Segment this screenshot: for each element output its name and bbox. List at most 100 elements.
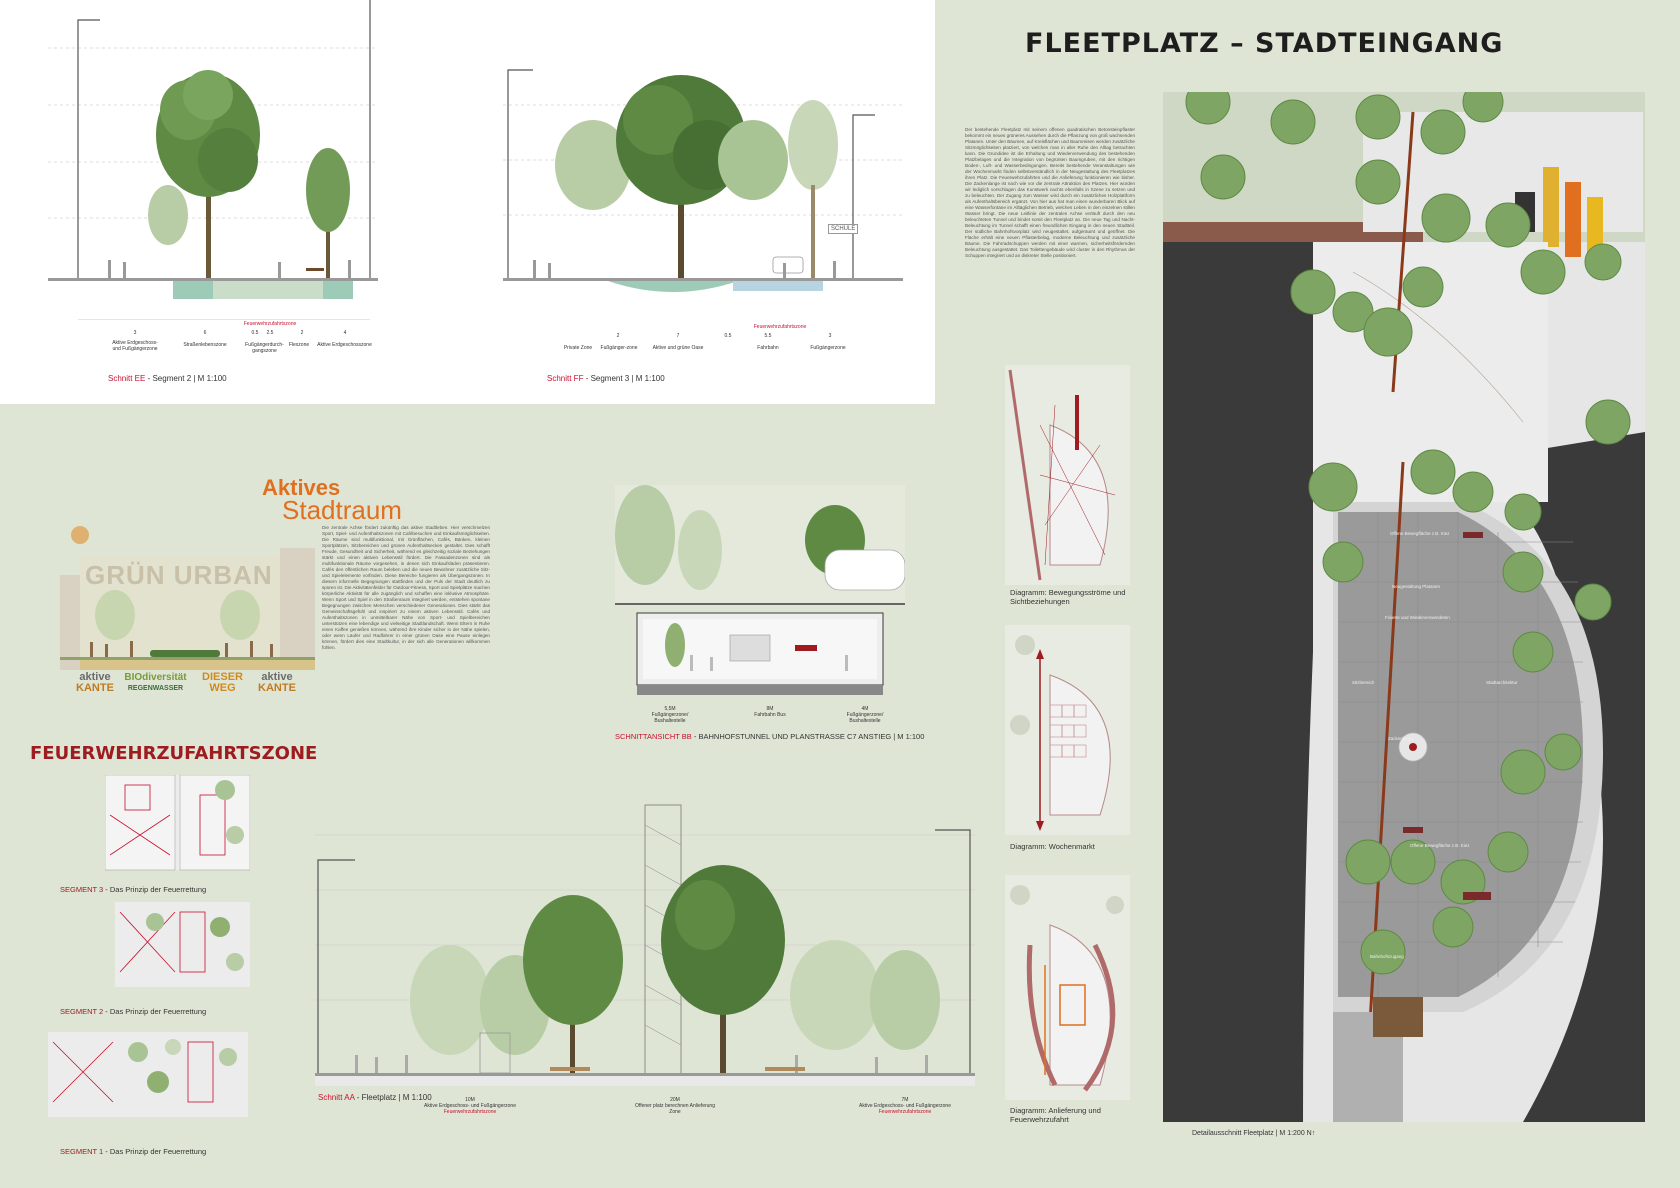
section-ee-drawing	[48, 0, 378, 320]
ff-dim: 3	[828, 333, 832, 339]
diagram-caption: Diagramm: Wochenmarkt	[1010, 842, 1095, 851]
ee-dim: 4	[343, 330, 347, 336]
aktiv-label-b: REGENWASSER	[127, 685, 184, 692]
aa-dim: 7M	[901, 1097, 909, 1103]
aa-dim: 10M	[465, 1097, 475, 1103]
aktiv-label-a: aktive	[261, 671, 293, 683]
segment-caption-red: SEGMENT 1	[60, 1147, 104, 1156]
ff-zone: Private Zone	[563, 345, 593, 351]
ee-zone-table: 3 6 0.5 2.5 2 4 Aktive Erdgeschoss- und …	[90, 330, 380, 360]
ee-zone: Straßenlebenszone	[183, 342, 227, 348]
segment-caption-rest: - Das Prinzip der Feuerrettung	[103, 1007, 207, 1016]
ee-zone: Aktive Erdgeschoss- und Fußgängerzone	[112, 340, 158, 352]
aktiv-label: BIOdiversität REGENWASSER	[118, 672, 193, 694]
fwz-segment-1-plan	[48, 1032, 248, 1132]
segment-caption-red: SEGMENT 2	[60, 1007, 104, 1016]
plan-label: Fixierte und Wiederverwendeten	[1385, 615, 1450, 620]
bb-zone-label: Fußgängerzone/ Bushaltestelle	[651, 712, 689, 724]
diagram-market	[1005, 625, 1130, 835]
plan-label: Bahnhofszugang	[1370, 954, 1404, 959]
ff-caption-rest: - Segment 3 | M 1:100	[583, 374, 665, 383]
school-label: SCHULE	[828, 224, 859, 234]
ff-zone: Fußgänger-zone	[600, 345, 638, 351]
site-plan	[1163, 92, 1645, 1122]
plan-label: Offene Bewegfläche z.B. Kiez	[1390, 531, 1450, 536]
plan-label: Zackenlange	[1388, 736, 1414, 741]
bb-dim: 8M	[766, 706, 774, 712]
segment-caption-rest: - Das Prinzip der Feuerrettung	[103, 1147, 207, 1156]
fwz-segment-2-plan	[115, 902, 250, 1002]
ff-zone: Fahrbahn	[757, 345, 779, 351]
intro-text: Der bestehende Fleetplatz mit seinem off…	[965, 127, 1135, 258]
aa-caption: Schnitt AA - Fleetplatz | M 1:100	[318, 1093, 432, 1102]
fwz-segment-caption: SEGMENT 3 - Das Prinzip der Feuerrettung	[60, 885, 206, 894]
diagram-caption: Diagramm: Bewegungsströme und Sichtbezie…	[1010, 588, 1126, 606]
ff-dim: 7	[676, 333, 680, 339]
bb-caption-red: SCHNITTANSICHT BB	[615, 732, 692, 741]
ff-fire-zone: Feuerwehrzufahrtszone	[753, 324, 807, 330]
plan-caption: Detailausschnitt Fleetplatz | M 1:200 N↑	[1192, 1130, 1316, 1137]
aktiv-title-1: Aktives	[262, 475, 341, 500]
aktiv-label-a: DIESER	[202, 671, 243, 683]
fwz-segment-3-plan	[105, 775, 250, 880]
aa-dim: 20M	[670, 1097, 680, 1103]
aktiv-label-a: BIOdiversität	[124, 672, 187, 683]
aktiv-label: aktive KANTE	[70, 672, 120, 694]
diagram-delivery	[1005, 875, 1130, 1100]
aktiv-label-b: WEG	[209, 682, 236, 694]
ff-zone: Aktive und grüne Oase	[652, 345, 704, 351]
ee-zone: Aktive Erdgeschosszone	[317, 342, 372, 348]
section-bb-drawing	[615, 485, 905, 705]
aa-caption-red: Schnitt AA	[318, 1093, 355, 1102]
diagram-movement	[1005, 365, 1130, 585]
ee-fire-zone: Feuerwehrzufahrtszone	[243, 321, 297, 327]
aktiv-title-2: Stadtraum	[282, 495, 402, 525]
ee-dim: 6	[203, 330, 207, 336]
aa-zone-fire: Feuerwehrzufahrtszone	[443, 1109, 497, 1115]
bb-dim: 4M	[861, 706, 869, 712]
fwz-segment-caption: SEGMENT 1 - Das Prinzip der Feuerrettung	[60, 1147, 206, 1156]
aktiv-label-a: aktive	[79, 671, 111, 683]
aktiv-illustration	[60, 520, 315, 670]
ee-dim: 2	[300, 330, 304, 336]
aa-zone-label: Aktive Erdgeschoss- und Fußgängerzone	[424, 1103, 516, 1109]
ff-caption: Schnitt FF - Segment 3 | M 1:100	[547, 374, 665, 383]
bb-zone-label: Fahrbahn Bus	[754, 712, 786, 718]
ff-dim: 2	[616, 333, 620, 339]
fwz-title: FEUERWEHRZUFAHRTSZONE	[30, 743, 318, 764]
ee-zone: Fußgängerdurch-gangszone	[245, 342, 284, 354]
aktiv-label-b: KANTE	[258, 682, 296, 694]
ff-caption-red: Schnitt FF	[547, 374, 584, 383]
page-title: FLEETPLATZ – STADTEINGANG	[1025, 28, 1504, 59]
segment-caption-red: SEGMENT 3	[60, 885, 104, 894]
plan-label: Sitzbereich	[1352, 680, 1375, 685]
bb-zone-label: Fußgängerzone/ Bushaltestelle	[846, 712, 884, 724]
diagram-caption: Diagramm: Anlieferung und Feuerwehrzufah…	[1010, 1106, 1101, 1124]
aktiv-label: DIESER WEG	[200, 672, 245, 694]
plan-label: Stadtarchitektur	[1486, 680, 1518, 685]
aa-zone-label: Offener platz berechnen Anlieferung Zone	[635, 1103, 715, 1115]
aktiv-label: aktive KANTE	[252, 672, 302, 694]
aa-zone-label: Aktive Erdgeschoss- und Fußgängerzone	[859, 1103, 951, 1109]
aktiv-text: Die zentrale Achse fördert zukünftig das…	[322, 525, 490, 650]
bb-dim: 5,5M	[664, 706, 676, 712]
ee-caption-red: Schnitt EE	[108, 374, 146, 383]
bb-caption-rest: - BAHNHOFSTUNNEL UND PLANSTRASSE C7 ANST…	[691, 732, 925, 741]
aktiv-label-b: KANTE	[76, 682, 114, 694]
section-aa-drawing	[315, 785, 975, 1090]
segment-caption-rest: - Das Prinzip der Feuerrettung	[103, 885, 207, 894]
plan-label: Offene Bewegfläche z.B. Kiez	[1410, 843, 1470, 848]
ff-dim: 0.5	[724, 333, 732, 339]
ee-caption: Schnitt EE - Segment 2 | M 1:100	[108, 374, 227, 383]
ee-zone: Flexzone	[288, 342, 310, 348]
ff-zone: Fußgängerzone	[810, 345, 846, 351]
ee-dim: 2.5	[266, 330, 274, 336]
ee-caption-rest: - Segment 2 | M 1:100	[145, 374, 227, 383]
